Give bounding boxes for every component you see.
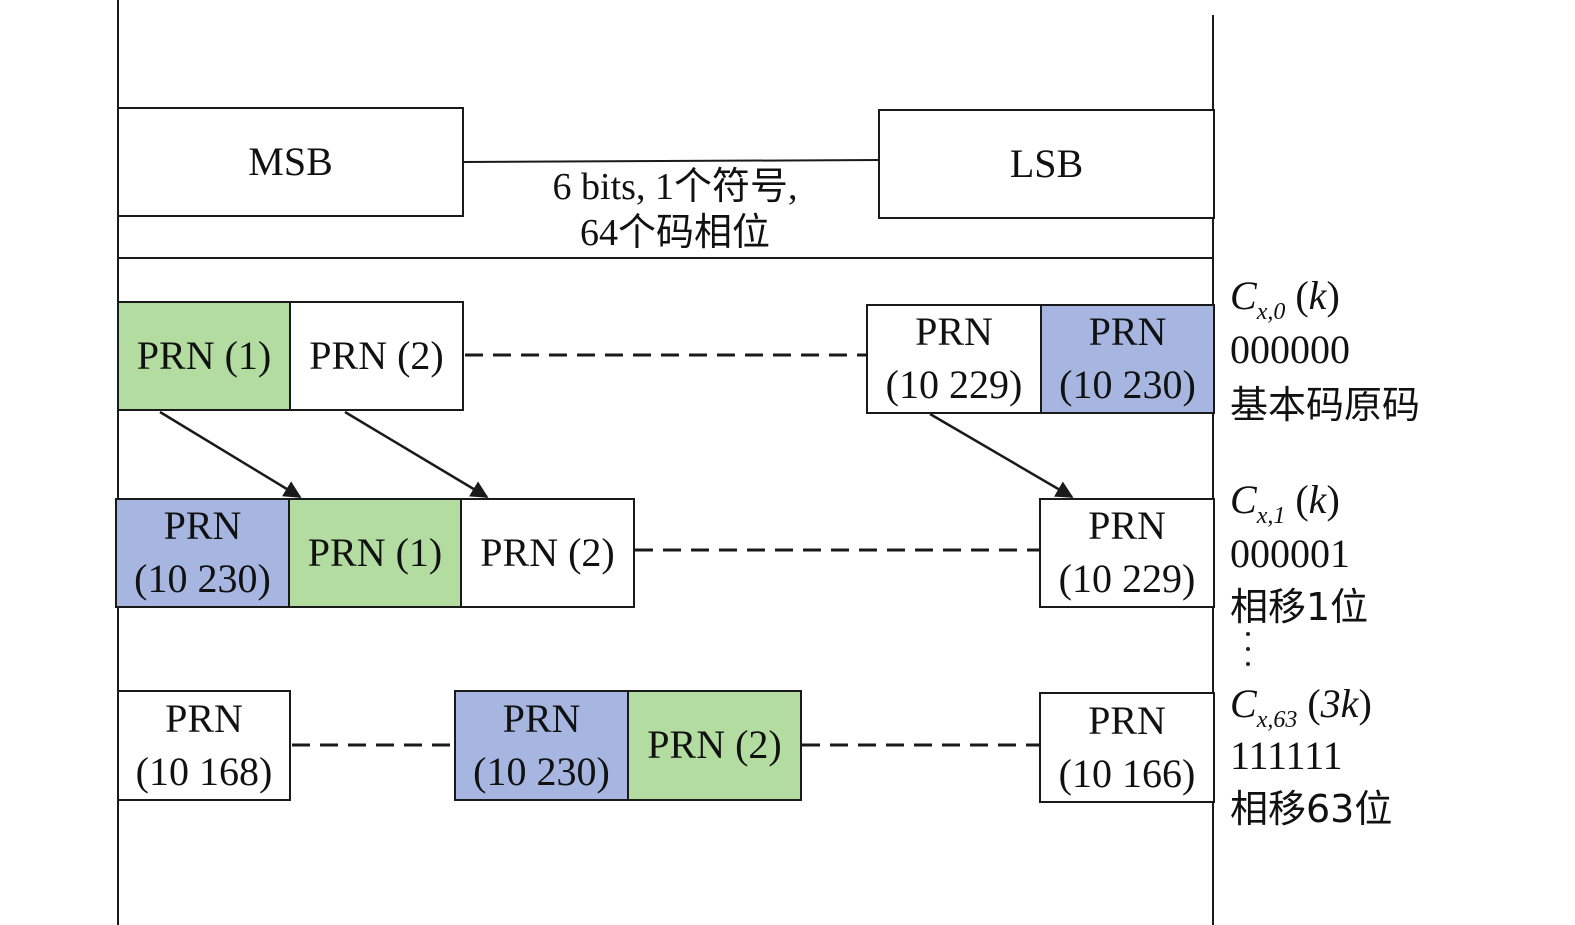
row2-cell-prn10230-line1: PRN <box>502 695 581 741</box>
row1-cell-prn1-text: PRN (1) <box>307 529 443 575</box>
row2-cell-prn10166: PRN (10 166) <box>1039 692 1215 803</box>
row2-sequence-argument: 3k <box>1320 681 1359 726</box>
row1-cell-prn10229-line2: (10 229) <box>1058 556 1196 601</box>
row1-cell-prn10230-line2: (10 230) <box>134 556 271 601</box>
vertical-ellipsis <box>1244 632 1252 680</box>
row0-cell-prn10229-line1: PRN <box>915 309 993 355</box>
row0-cell-prn10230: PRN (10 230) <box>1040 304 1215 414</box>
row0-cell-prn10229-line2: (10 229) <box>885 362 1023 407</box>
row1-bits: 000001 <box>1230 531 1350 576</box>
shift-arrow-3 <box>929 412 1074 499</box>
row1-sequence-argument: k <box>1308 477 1327 522</box>
row1-cell-prn2-text: PRN (2) <box>480 529 615 575</box>
row1-cell-prn10229: PRN (10 229) <box>1039 498 1215 608</box>
header-caption-line2: 64个码相位 <box>579 212 770 254</box>
lsb-label: LSB <box>1009 140 1084 186</box>
row0-sequence-argument: k <box>1308 273 1327 318</box>
row1-cell-prn10229-line1: PRN <box>1088 503 1166 549</box>
row2-cell-prn10230-line2: (10 230) <box>473 748 610 794</box>
msb-label: MSB <box>248 138 333 184</box>
row2-sequence-label: Cx,63 (3k) <box>1230 681 1372 733</box>
row0-bits: 000000 <box>1230 327 1350 372</box>
row1-description: 相移1位 <box>1230 585 1369 629</box>
row0-sequence-symbol: C <box>1230 273 1257 318</box>
row2-cell-prn10168: PRN (10 168) <box>117 690 291 801</box>
lsb-box: LSB <box>878 109 1215 219</box>
row1-cell-prn1: PRN (1) <box>288 498 462 608</box>
row0-cell-prn2-text: PRN (2) <box>309 332 444 378</box>
row1-cell-prn10230: PRN (10 230) <box>115 498 290 608</box>
row0-description: 基本码原码 <box>1230 383 1421 427</box>
row2-cell-prn2: PRN (2) <box>627 690 802 801</box>
row2-cell-prn2-text: PRN (2) <box>647 722 782 768</box>
row2-cell-prn10166-line1: PRN <box>1088 697 1166 743</box>
header-caption-line1: 6 bits, 1个符号, <box>552 166 798 208</box>
row1-cell-prn2: PRN (2) <box>460 498 635 608</box>
row2-sequence-symbol: C <box>1230 681 1257 726</box>
row0-sequence-label: Cx,0 (k) <box>1230 273 1340 325</box>
row2-description: 相移63位 <box>1230 787 1393 831</box>
header-caption: 6 bits, 1个符号, 64个码相位 <box>500 164 850 256</box>
row1-cell-prn10230-line1: PRN <box>163 503 242 549</box>
msb-box: MSB <box>117 107 464 217</box>
row0-cell-prn1: PRN (1) <box>117 301 291 411</box>
row2-bits: 111111 <box>1230 733 1343 778</box>
row2-cell-prn10166-line2: (10 166) <box>1058 750 1196 796</box>
shift-arrow-1 <box>159 410 302 499</box>
shift-arrow-2 <box>344 410 489 499</box>
msb-lsb-connector <box>462 159 881 163</box>
row2-cell-prn10168-line1: PRN <box>165 695 243 741</box>
row0-cell-prn1-text: PRN (1) <box>136 332 272 378</box>
row2-sequence-subscript: x,63 <box>1256 707 1298 733</box>
row2-cell-prn10168-line2: (10 168) <box>135 748 273 794</box>
row2-cell-prn10230: PRN (10 230) <box>454 690 629 801</box>
row1-sequence-subscript: x,1 <box>1256 503 1286 529</box>
row0-cell-prn10230-line2: (10 230) <box>1059 362 1196 407</box>
row0-cell-prn2: PRN (2) <box>289 301 464 411</box>
row0-cell-prn10229: PRN (10 229) <box>866 304 1042 414</box>
row0-sequence-subscript: x,0 <box>1256 299 1286 325</box>
row0-cell-prn10230-line1: PRN <box>1088 309 1167 355</box>
row1-sequence-symbol: C <box>1230 477 1257 522</box>
row1-sequence-label: Cx,1 (k) <box>1230 477 1340 529</box>
